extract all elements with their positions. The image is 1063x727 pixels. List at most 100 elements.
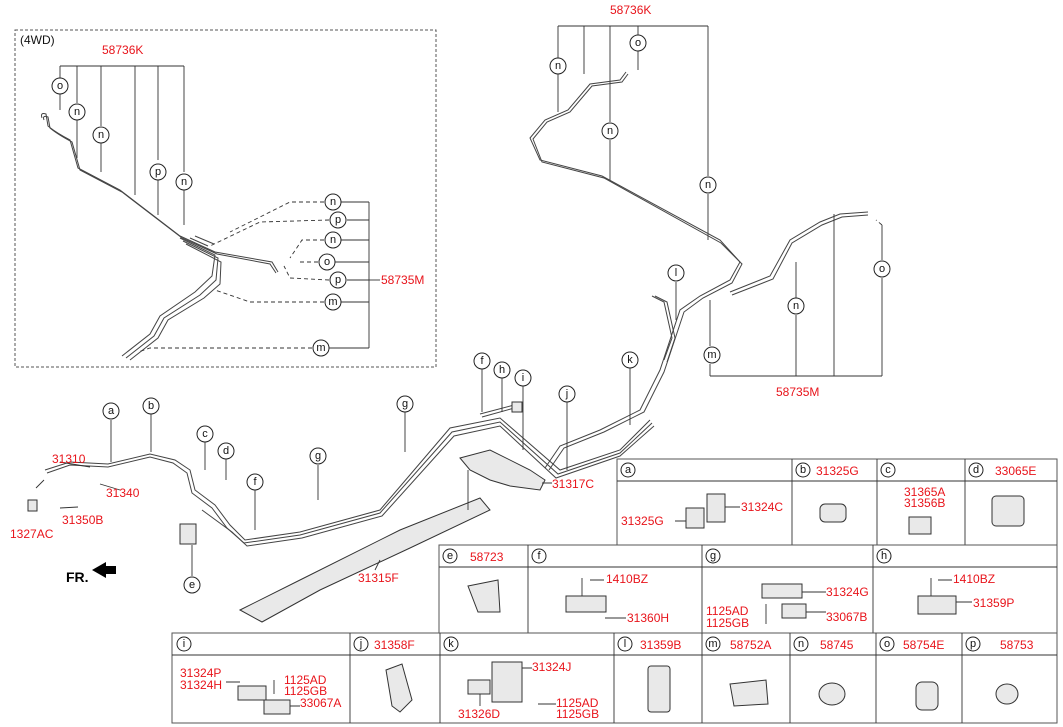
svg-text:j: j	[565, 388, 568, 400]
svg-text:j: j	[359, 638, 362, 650]
main-balloon-n: n	[549, 57, 567, 75]
inset-balloon-m: m	[312, 339, 330, 357]
cell-c-parts: 31365A 31356B	[904, 485, 945, 535]
svg-text:n: n	[705, 179, 711, 191]
main-top-pipes	[529, 71, 869, 471]
label-31350B: 31350B	[62, 513, 103, 527]
inset-4wd-label: (4WD)	[20, 33, 55, 47]
svg-text:m: m	[708, 638, 717, 650]
inset-balloon-m: m	[324, 293, 342, 311]
clamp-58723	[467, 579, 501, 613]
inset-right-bracket	[137, 201, 380, 353]
svg-text:31324G: 31324G	[826, 585, 869, 599]
inset-balloon-o: o	[51, 77, 69, 95]
main-fuel-pipes	[44, 403, 655, 547]
svg-text:k: k	[448, 638, 454, 650]
inset-balloon-n: n	[68, 103, 86, 121]
svg-text:k: k	[627, 354, 633, 366]
svg-text:n: n	[181, 176, 187, 188]
cell-k-parts: 31324J 31326D 1125AD 1125GB	[458, 660, 599, 721]
svg-text:31324J: 31324J	[532, 660, 571, 674]
inset-balloon-n: n	[324, 231, 342, 249]
balloon-k: k	[621, 351, 639, 369]
grommet-58753	[995, 683, 1019, 705]
balloon-c: c	[196, 425, 214, 443]
svg-text:c: c	[202, 428, 208, 440]
svg-text:31358F: 31358F	[374, 638, 415, 652]
cell-l-header: l 31359B	[617, 636, 681, 652]
svg-text:d: d	[973, 464, 979, 476]
clip-31359B	[647, 665, 671, 713]
svg-text:l: l	[624, 638, 626, 650]
svg-text:g: g	[710, 550, 716, 562]
svg-text:f: f	[253, 476, 257, 488]
svg-text:g: g	[402, 398, 408, 410]
svg-text:58753: 58753	[1000, 638, 1034, 652]
svg-text:31359B: 31359B	[640, 638, 681, 652]
svg-text:e: e	[189, 579, 195, 591]
cell-h-parts: 1410BZ 31359P	[917, 572, 1014, 615]
svg-text:1410BZ: 1410BZ	[953, 572, 995, 586]
svg-text:b: b	[800, 464, 806, 476]
front-direction-label: FR.	[66, 569, 89, 585]
balloon-f: f	[246, 473, 264, 491]
svg-text:33065E: 33065E	[995, 464, 1036, 478]
label-58735M-main: 58735M	[776, 385, 819, 399]
main-balloon-o: o	[629, 34, 647, 52]
svg-text:c: c	[885, 464, 891, 476]
label-31340: 31340	[106, 486, 140, 500]
grommet-58754E	[915, 681, 939, 711]
inset-balloon-p: p	[329, 271, 347, 289]
svg-text:h: h	[881, 550, 887, 562]
svg-text:1410BZ: 1410BZ	[606, 572, 648, 586]
svg-text:f: f	[537, 550, 541, 562]
label-58736K-inset: 58736K	[102, 43, 143, 57]
cell-k-header: k	[443, 636, 459, 652]
clip-33065E	[991, 495, 1025, 527]
svg-text:n: n	[74, 106, 80, 118]
svg-text:58723: 58723	[470, 550, 504, 564]
svg-text:1125AD: 1125AD	[556, 696, 599, 710]
svg-text:o: o	[57, 80, 63, 92]
svg-text:1125GB: 1125GB	[556, 707, 599, 721]
svg-text:m: m	[316, 342, 325, 354]
label-31310: 31310	[52, 452, 86, 466]
svg-text:a: a	[625, 464, 632, 476]
clip-31358F	[385, 663, 413, 713]
cell-d-header: d 33065E	[968, 462, 1036, 478]
svg-text:p: p	[970, 638, 976, 650]
bracket-31315F	[238, 497, 491, 623]
main-top-bracket	[557, 25, 709, 240]
cell-a-parts: 31325G 31324C	[621, 493, 783, 529]
label-58735M-inset: 58735M	[381, 273, 424, 287]
balloon-g: g	[396, 395, 414, 413]
cell-i-parts: 31324P 31324H 1125AD 1125GB 33067A	[180, 666, 341, 715]
main-balloon-n: n	[699, 176, 717, 194]
cell-i-header: i	[176, 636, 192, 652]
front-arrow-icon	[92, 562, 116, 578]
balloon-j: j	[558, 385, 576, 403]
svg-text:i: i	[183, 638, 185, 650]
svg-text:n: n	[330, 234, 336, 246]
inset-balloon-p: p	[149, 163, 167, 181]
svg-text:d: d	[223, 445, 229, 457]
svg-text:i: i	[522, 372, 524, 384]
main-right-bracket	[675, 214, 883, 377]
svg-text:m: m	[328, 296, 337, 308]
svg-text:n: n	[798, 638, 804, 650]
clip-58752A	[729, 679, 769, 707]
inset-leader-bracket	[59, 65, 185, 225]
svg-text:o: o	[884, 638, 890, 650]
label-1327AC: 1327AC	[10, 527, 54, 541]
main-balloon-n: n	[787, 297, 805, 315]
svg-text:l: l	[675, 267, 677, 279]
balloon-h: h	[493, 361, 511, 379]
pipe-fitting	[511, 401, 523, 413]
balloon-g: g	[309, 447, 327, 465]
svg-text:p: p	[335, 274, 341, 286]
